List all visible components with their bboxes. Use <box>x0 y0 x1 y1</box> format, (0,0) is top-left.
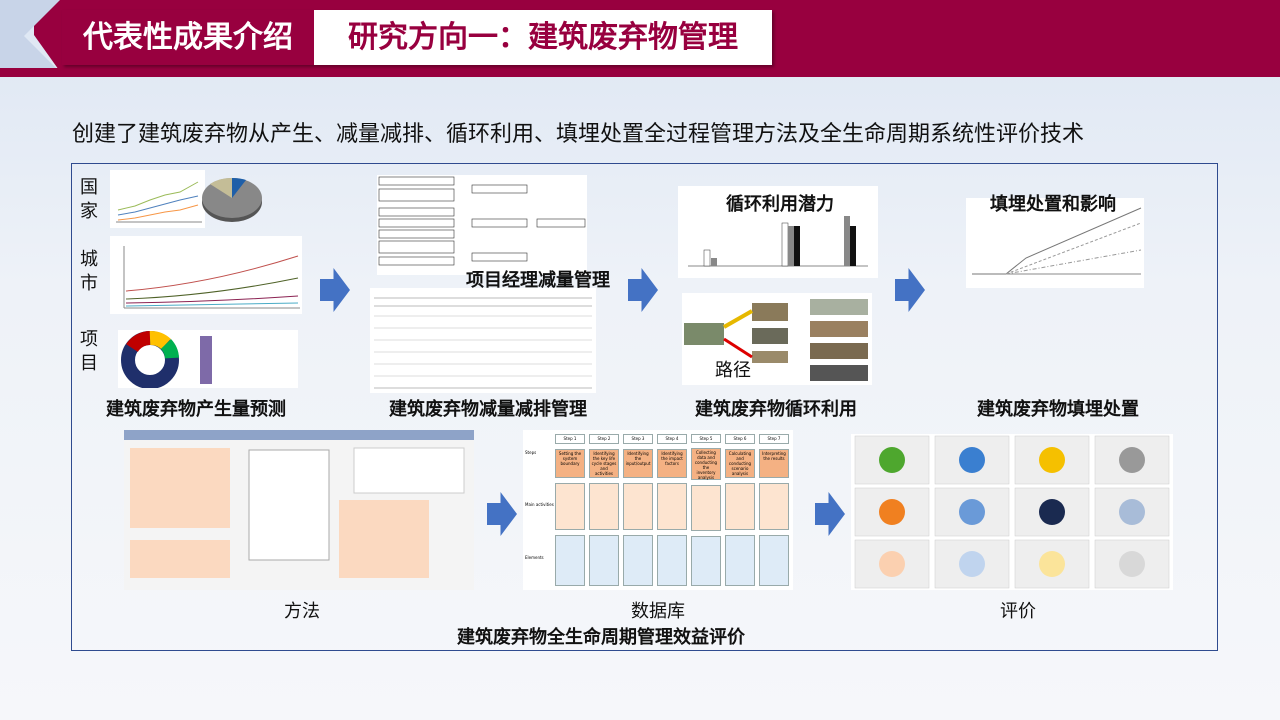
section-label: 代表性成果介绍 <box>62 10 314 65</box>
content-frame <box>71 163 1218 651</box>
database-label: 数据库 <box>631 601 685 622</box>
recycling-potential-chart <box>678 186 878 278</box>
step-name: Setting the system boundary <box>555 448 585 479</box>
scale-city: 城市 <box>80 249 98 294</box>
step-label: Step 4 <box>657 434 687 444</box>
scale-project: 项目 <box>80 329 98 374</box>
generation-label: 建筑废弃物产生量预测 <box>106 399 286 420</box>
recycling-figure-title: 循环利用潜力 <box>726 194 834 215</box>
landfill-demand-chart <box>966 198 1144 288</box>
project-donut-chart <box>118 330 298 388</box>
step-label: Step 2 <box>589 434 619 444</box>
country-line-chart <box>110 170 205 228</box>
landfill-figure-title: 填埋处置和影响 <box>990 194 1116 215</box>
scale-country: 国家 <box>80 177 98 222</box>
city-forecast-chart <box>110 236 302 314</box>
step-name: Identifying the input/output <box>623 448 653 479</box>
row-label: Steps <box>525 450 537 455</box>
lca-steps-diagram: Steps Main activities Elements Step 1 Set… <box>523 430 793 590</box>
step-name: Identifying the impact factors <box>657 448 687 479</box>
reduction-figure-title: 项目经理减量管理 <box>466 270 610 291</box>
lifecycle-evaluation-title: 建筑废弃物全生命周期管理效益评价 <box>457 627 745 648</box>
step-label: Step 5 <box>691 434 721 444</box>
step-name: Interpreting the results <box>759 448 789 479</box>
regression-table <box>370 288 596 393</box>
step-name: Identifying the key life cycle stages an… <box>589 448 619 479</box>
evaluation-radar-grid <box>851 434 1173 590</box>
step-name: Calculating and conducting scenario anal… <box>725 448 755 479</box>
landfill-label: 建筑废弃物填埋处置 <box>977 399 1139 420</box>
header-banner: 代表性成果介绍 研究方向一：建筑废弃物管理 <box>0 0 1280 78</box>
row-label: Elements <box>525 555 544 560</box>
evaluation-label: 评价 <box>1000 601 1036 622</box>
row-label: Main activities <box>525 502 554 507</box>
method-framework-figure <box>124 430 474 590</box>
reduction-label: 建筑废弃物减量减排管理 <box>389 399 587 420</box>
subtitle: 创建了建筑废弃物从产生、减量减排、循环利用、填埋处置全过程管理方法及全生命周期系… <box>72 122 1085 147</box>
banner-underline <box>0 68 1280 77</box>
behavioral-intention-diagram <box>377 175 587 275</box>
pathway-label: 路径 <box>715 360 751 381</box>
step-label: Step 1 <box>555 434 585 444</box>
recycling-pathway-diagram <box>682 293 872 385</box>
step-label: Step 6 <box>725 434 755 444</box>
page-title: 研究方向一：建筑废弃物管理 <box>348 20 738 55</box>
title-bar: 代表性成果介绍 研究方向一：建筑废弃物管理 <box>62 10 772 65</box>
recycling-label: 建筑废弃物循环利用 <box>695 399 857 420</box>
step-label: Step 3 <box>623 434 653 444</box>
step-label: Step 7 <box>759 434 789 444</box>
step-name: Collecting data and conducting the inven… <box>691 448 721 481</box>
method-label: 方法 <box>284 601 320 622</box>
country-pie-chart <box>200 168 270 228</box>
